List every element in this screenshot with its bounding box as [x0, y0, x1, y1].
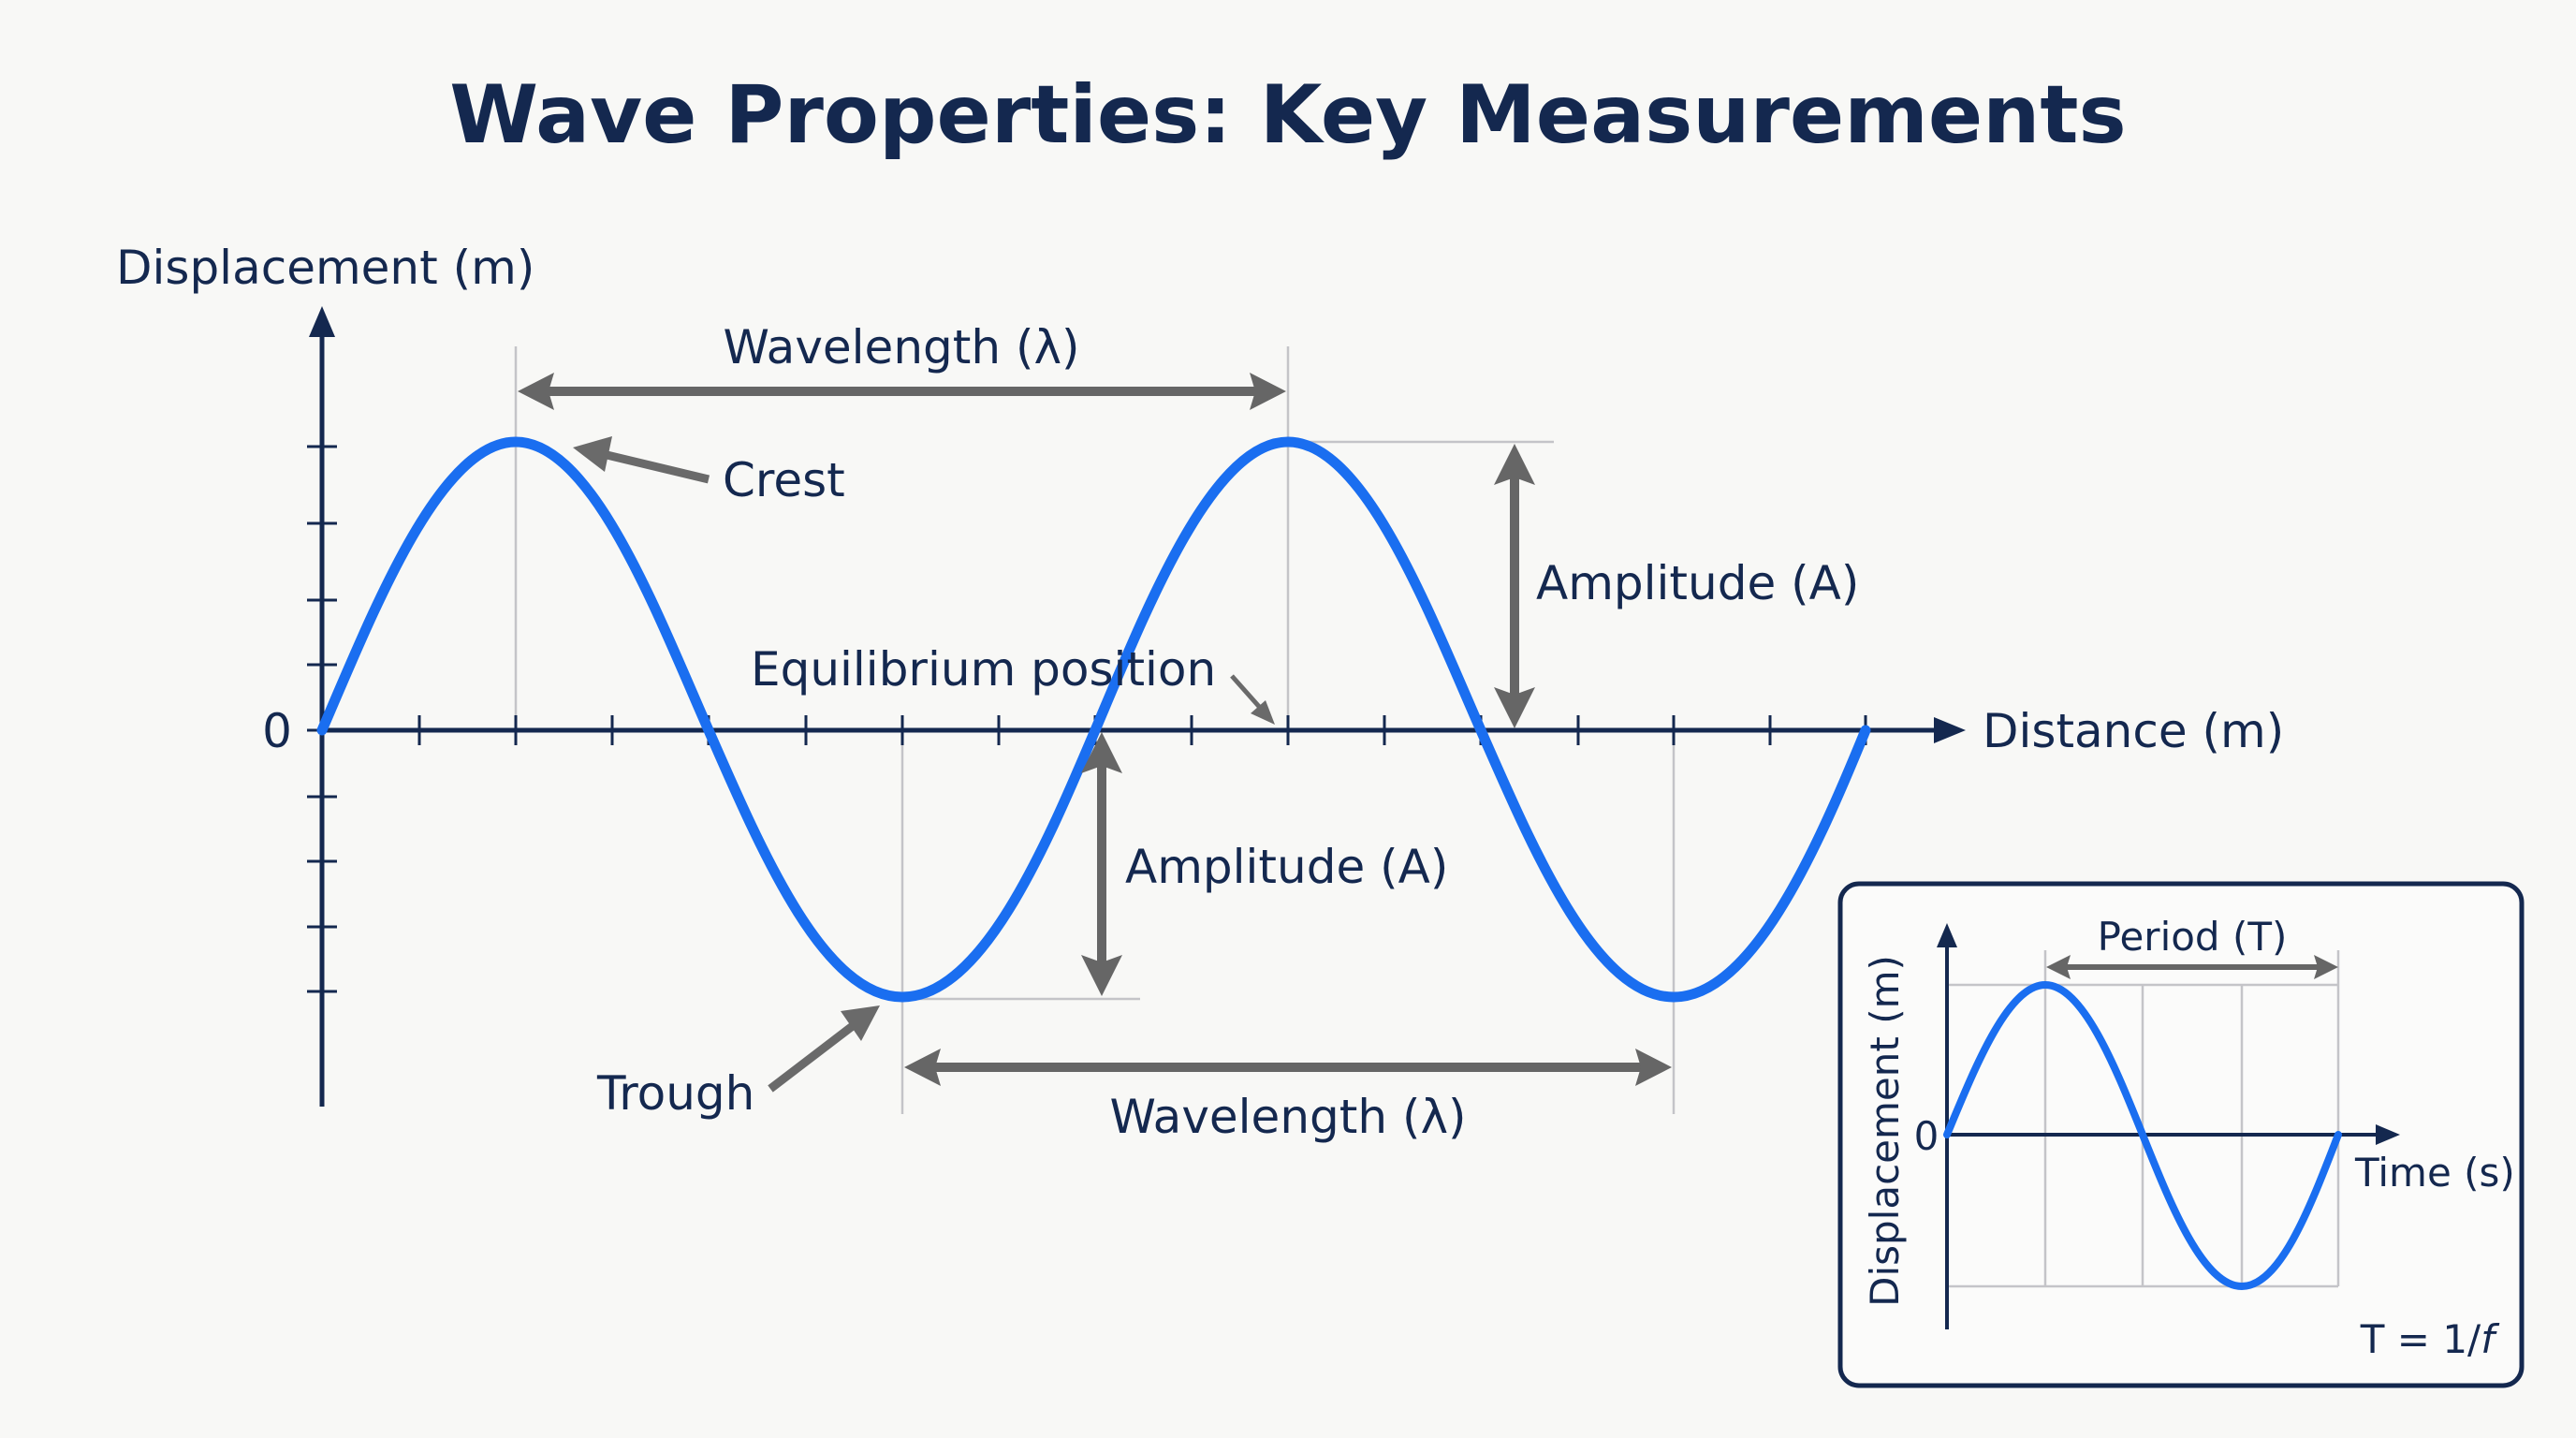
amplitude-bottom-label: Amplitude (A)	[1125, 840, 1448, 894]
origin-label: 0	[262, 704, 292, 758]
amplitude-bottom-measure: Amplitude (A)	[1081, 732, 1448, 996]
formula-lhs: T = 1/	[2360, 1316, 2481, 1362]
wavelength-top-label: Wavelength (λ)	[723, 320, 1079, 374]
inset-x-axis-arrow-icon	[2376, 1124, 2400, 1145]
equilibrium-arrow-icon	[1251, 700, 1275, 725]
inset-origin-label: 0	[1914, 1113, 1939, 1159]
y-axis-label: Displacement (m)	[116, 241, 534, 295]
period-label: Period (T)	[2098, 914, 2288, 960]
arrow-right-icon	[1635, 1049, 1672, 1086]
arrow-left-icon	[2046, 955, 2071, 979]
inset-sine-wave	[1943, 980, 2342, 1291]
y-axis-arrow-icon	[309, 306, 335, 337]
inset-y-axis-label: Displacement (m)	[1862, 955, 1908, 1307]
crest-label: Crest	[723, 453, 845, 507]
inset-y-axis-arrow-icon	[1937, 923, 1957, 947]
page-title: Wave Properties: Key Measurements	[449, 68, 2126, 162]
equilibrium-annotation: Equilibrium position	[751, 642, 1275, 725]
crest-annotation: Crest	[573, 436, 845, 507]
period-formula: T = 1/f	[2360, 1316, 2500, 1362]
wavelength-bottom-measure: Wavelength (λ)	[904, 1049, 1672, 1144]
guide-lines	[514, 346, 1676, 1114]
amplitude-top-measure: Amplitude (A)	[1494, 444, 1859, 728]
wavelength-bottom-label: Wavelength (λ)	[1109, 1090, 1466, 1144]
arrow-up-icon	[1081, 732, 1122, 773]
main-graph: Displacement (m) Distance (m) 0 Waveleng…	[116, 241, 2284, 1144]
trough-annotation: Trough	[596, 1005, 880, 1121]
arrow-up-icon	[1494, 444, 1535, 485]
x-axis-label: Distance (m)	[1983, 704, 2284, 758]
x-axis	[322, 715, 1966, 745]
arrow-left-icon	[518, 373, 554, 410]
arrow-left-icon	[904, 1049, 941, 1086]
arrow-down-icon	[1081, 955, 1122, 996]
trough-label: Trough	[596, 1066, 754, 1121]
inset-x-axis-label: Time (s)	[2354, 1150, 2515, 1196]
arrow-down-icon	[1494, 687, 1535, 728]
wavelength-top-measure: Wavelength (λ)	[518, 320, 1286, 410]
crest-arrow-icon	[573, 436, 612, 472]
inset-graph: Period (T) Displacement (m) 0 Time (s) T…	[1837, 881, 2525, 1388]
period-measure: Period (T)	[2046, 914, 2338, 979]
x-axis-arrow-icon	[1934, 717, 1966, 743]
trough-arrow-icon	[841, 1005, 880, 1041]
equilibrium-label: Equilibrium position	[751, 642, 1216, 697]
arrow-right-icon	[2314, 955, 2338, 979]
sine-wave	[316, 436, 1871, 1003]
amplitude-top-label: Amplitude (A)	[1536, 556, 1859, 610]
arrow-right-icon	[1250, 373, 1286, 410]
